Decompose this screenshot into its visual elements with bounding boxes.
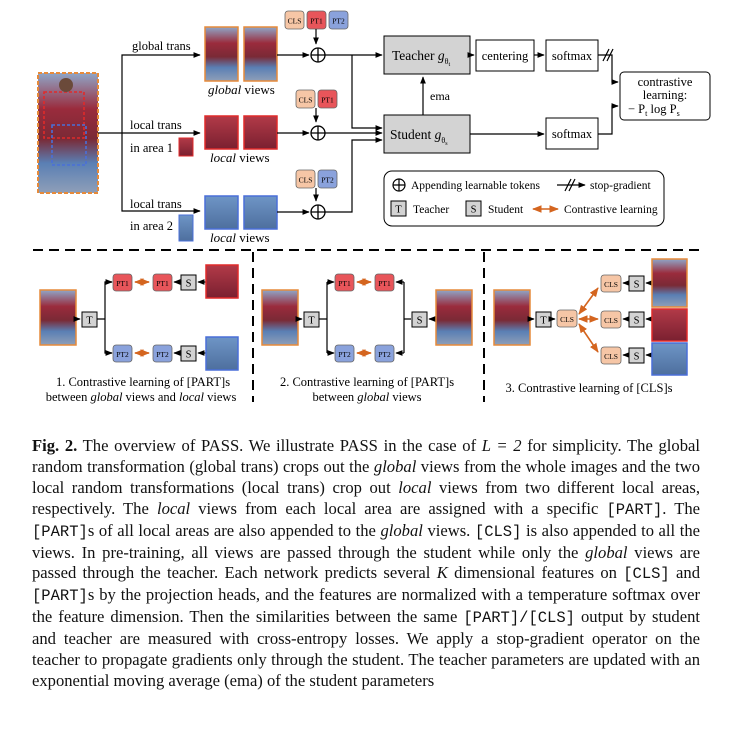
panel-3: T CLS CLS CLS CLS S S S [493, 258, 688, 376]
student-label: Student [390, 127, 432, 142]
svg-text:CLS: CLS [604, 316, 618, 325]
label-local-trans-2: local trans [130, 197, 182, 211]
svg-text:PT2: PT2 [338, 350, 351, 359]
token-pt1: PT1 [310, 17, 323, 26]
legend-t-icon: T [395, 205, 402, 216]
centering-label: centering [482, 49, 529, 63]
area-2-thumbnail [178, 214, 194, 242]
token-cls-2: CLS [299, 96, 313, 105]
svg-text:PT2: PT2 [378, 350, 391, 359]
legend: Appending learnable tokens stop-gradient… [383, 170, 665, 227]
softmax-teacher-label: softmax [552, 49, 593, 63]
token-cls: CLS [288, 17, 302, 26]
contrastive-line1: contrastive [638, 75, 693, 89]
label-global-trans: global trans [132, 39, 191, 53]
legend-append: Appending learnable tokens [411, 180, 541, 192]
stop-gradient-icon [602, 48, 614, 62]
panel-1: T PT1 PT2 PT1 PT2 S S [39, 264, 239, 371]
teacher-label: Teacher [392, 48, 435, 63]
local-views-1-em: local [210, 150, 236, 165]
ema-label: ema [430, 89, 451, 103]
token-pt2-3: PT2 [321, 176, 334, 185]
svg-text:local views: local views [210, 230, 270, 245]
contrastive-line2: learning: [643, 88, 687, 102]
svg-text:T: T [86, 316, 93, 327]
label-area-1: in area 1 [130, 141, 173, 155]
append-plus-icon [310, 47, 326, 220]
svg-text:S: S [186, 350, 192, 361]
svg-text:Student gθs: Student gθs [390, 127, 448, 147]
svg-text:Teacher gθt: Teacher gθt [392, 48, 451, 68]
svg-text:S: S [186, 279, 192, 290]
local-views-1-suffix: views [239, 150, 269, 165]
svg-text:S: S [634, 316, 640, 327]
svg-text:PT2: PT2 [116, 350, 129, 359]
svg-text:S: S [417, 316, 423, 327]
svg-text:between global views: between global views [312, 390, 421, 404]
global-views-suffix: views [244, 82, 274, 97]
label-local-trans-1: local trans [130, 118, 182, 132]
svg-text:PT1: PT1 [116, 279, 129, 288]
figure-caption: Fig. 2. The overview of PASS. We illustr… [32, 436, 701, 690]
teacher-box [383, 35, 471, 75]
global-views-em: global [208, 82, 242, 97]
token-group-global: CLS PT1 PT2 [284, 10, 349, 30]
svg-text:− Pt log Ps: − Pt log Ps [628, 102, 680, 118]
legend-s-icon: S [471, 205, 477, 216]
token-group-local-1: CLS PT1 [295, 89, 338, 109]
panel-1-caption-line1: 1. Contrastive learning of [PART]s [56, 375, 230, 389]
svg-text:between global views and local: between global views and local views [46, 390, 237, 404]
token-pt2: PT2 [332, 17, 345, 26]
panel-2-caption-line1: 2. Contrastive learning of [PART]s [280, 375, 454, 389]
softmax-student-label: softmax [552, 127, 593, 141]
svg-text:CLS: CLS [560, 315, 574, 324]
local-views-2 [204, 195, 278, 230]
svg-text:CLS: CLS [604, 280, 618, 289]
contrastive-minus-p: − P [628, 102, 645, 116]
svg-text:T: T [540, 316, 547, 327]
softmax-student-box [545, 117, 599, 150]
svg-text:PT1: PT1 [156, 279, 169, 288]
legend-stopgrad: stop-gradient [590, 180, 651, 192]
input-image [37, 72, 99, 194]
token-pt1-2: PT1 [321, 96, 334, 105]
svg-text:PT1: PT1 [378, 279, 391, 288]
panel-3-caption: 3. Contrastive learning of [CLS]s [506, 381, 673, 395]
legend-teacher: Teacher [413, 204, 449, 216]
figure-diagram: global trans local trans in area 1 local… [33, 10, 711, 404]
contrastive-box [619, 71, 711, 121]
legend-contrastive: Contrastive learning [564, 204, 658, 216]
local-views-2-suffix: views [239, 230, 269, 245]
centering-box [475, 39, 535, 72]
area-1-thumbnail [178, 137, 194, 157]
local-views-1 [204, 115, 278, 150]
svg-text:S: S [634, 352, 640, 363]
token-group-local-2: CLS PT2 [295, 169, 338, 189]
svg-text:global views: global views [208, 82, 275, 97]
legend-student: Student [488, 204, 524, 216]
panel-2: T PT1 PT2 PT1 PT2 S [261, 273, 473, 363]
svg-text:PT2: PT2 [156, 350, 169, 359]
global-views [204, 26, 278, 82]
svg-text:S: S [634, 280, 640, 291]
local-views-2-em: local [210, 230, 236, 245]
svg-text:CLS: CLS [604, 352, 618, 361]
svg-text:PT1: PT1 [338, 279, 351, 288]
svg-text:local views: local views [210, 150, 270, 165]
svg-text:T: T [308, 316, 315, 327]
token-cls-3: CLS [299, 176, 313, 185]
caption-label: Fig. 2. [32, 436, 78, 455]
label-area-2: in area 2 [130, 219, 173, 233]
